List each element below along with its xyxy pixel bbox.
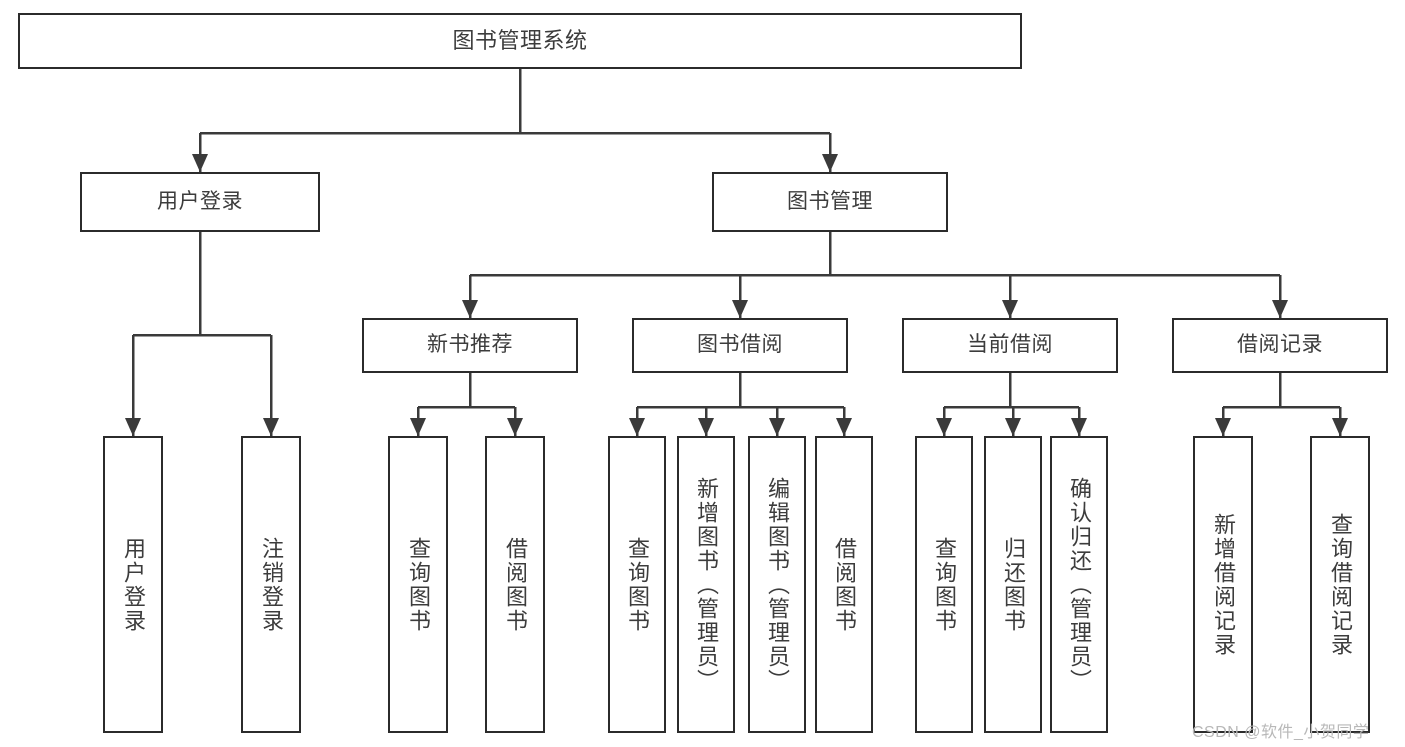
arrow-icon-leaf-borrow-book-2 (836, 418, 852, 436)
arrow-icon-new-book-rec (462, 300, 478, 318)
node-leaf-return-book[interactable]: 归还图书 (984, 436, 1042, 733)
node-label-leaf-return-book: 归还图书 (1001, 536, 1026, 633)
node-label-new-book-rec: 新书推荐 (427, 333, 513, 357)
arrow-icon-leaf-add-book (698, 418, 714, 436)
arrow-icon-book-manage (822, 154, 838, 172)
arrow-icon-leaf-logout (263, 418, 279, 436)
node-label-leaf-logout: 注销登录 (259, 536, 284, 633)
node-leaf-edit-book[interactable]: 编辑图书（管理员） (748, 436, 806, 733)
node-current-borrow[interactable]: 当前借阅 (902, 318, 1118, 373)
node-book-borrow[interactable]: 图书借阅 (632, 318, 848, 373)
arrow-icon-leaf-user-login (125, 418, 141, 436)
arrow-icon-leaf-query-book-2 (629, 418, 645, 436)
arrow-icon-leaf-return-book (1005, 418, 1021, 436)
node-label-leaf-query-book-1: 查询图书 (406, 536, 431, 633)
node-label-book-borrow: 图书借阅 (697, 333, 783, 357)
node-label-leaf-add-book: 新增图书（管理员） (694, 476, 719, 693)
arrow-icon-leaf-borrow-book-1 (507, 418, 523, 436)
node-label-user-login: 用户登录 (157, 189, 243, 213)
node-leaf-query-book-3[interactable]: 查询图书 (915, 436, 973, 733)
arrow-icon-leaf-query-book-3 (936, 418, 952, 436)
node-leaf-borrow-book-2[interactable]: 借阅图书 (815, 436, 873, 733)
node-label-leaf-borrow-book-2: 借阅图书 (832, 536, 857, 633)
node-leaf-confirm-return[interactable]: 确认归还（管理员） (1050, 436, 1108, 733)
node-leaf-query-book-2[interactable]: 查询图书 (608, 436, 666, 733)
node-new-book-rec[interactable]: 新书推荐 (362, 318, 578, 373)
arrow-icon-leaf-edit-book (769, 418, 785, 436)
node-leaf-query-record[interactable]: 查询借阅记录 (1310, 436, 1370, 733)
node-leaf-query-book-1[interactable]: 查询图书 (388, 436, 448, 733)
node-label-leaf-add-record: 新增借阅记录 (1211, 512, 1236, 657)
node-label-leaf-query-book-3: 查询图书 (932, 536, 957, 633)
arrow-icon-book-borrow (732, 300, 748, 318)
node-label-leaf-query-record: 查询借阅记录 (1328, 512, 1353, 657)
node-leaf-add-book[interactable]: 新增图书（管理员） (677, 436, 735, 733)
node-label-current-borrow: 当前借阅 (967, 333, 1053, 357)
node-leaf-borrow-book-1[interactable]: 借阅图书 (485, 436, 545, 733)
node-book-manage[interactable]: 图书管理 (712, 172, 948, 232)
node-leaf-add-record[interactable]: 新增借阅记录 (1193, 436, 1253, 733)
csdn-watermark: CSDN @软件_小贺同学 (1192, 724, 1370, 741)
node-leaf-user-login[interactable]: 用户登录 (103, 436, 163, 733)
arrow-icon-borrow-record (1272, 300, 1288, 318)
arrow-icon-current-borrow (1002, 300, 1018, 318)
arrow-icon-leaf-add-record (1215, 418, 1231, 436)
node-label-leaf-confirm-return: 确认归还（管理员） (1067, 476, 1092, 693)
arrow-icon-leaf-query-book-1 (410, 418, 426, 436)
node-label-leaf-query-book-2: 查询图书 (625, 536, 650, 633)
node-label-leaf-borrow-book-1: 借阅图书 (503, 536, 528, 633)
node-label-leaf-user-login: 用户登录 (121, 536, 146, 633)
connector-group (125, 69, 1348, 436)
arrow-icon-user-login (192, 154, 208, 172)
node-borrow-record[interactable]: 借阅记录 (1172, 318, 1388, 373)
node-user-login[interactable]: 用户登录 (80, 172, 320, 232)
node-label-borrow-record: 借阅记录 (1237, 333, 1323, 357)
arrow-icon-leaf-confirm-return (1071, 418, 1087, 436)
node-label-book-manage: 图书管理 (787, 189, 873, 213)
arrow-icon-leaf-query-record (1332, 418, 1348, 436)
node-label-root: 图书管理系统 (452, 28, 588, 54)
node-label-leaf-edit-book: 编辑图书（管理员） (765, 476, 790, 693)
node-leaf-logout[interactable]: 注销登录 (241, 436, 301, 733)
node-root[interactable]: 图书管理系统 (18, 13, 1022, 69)
